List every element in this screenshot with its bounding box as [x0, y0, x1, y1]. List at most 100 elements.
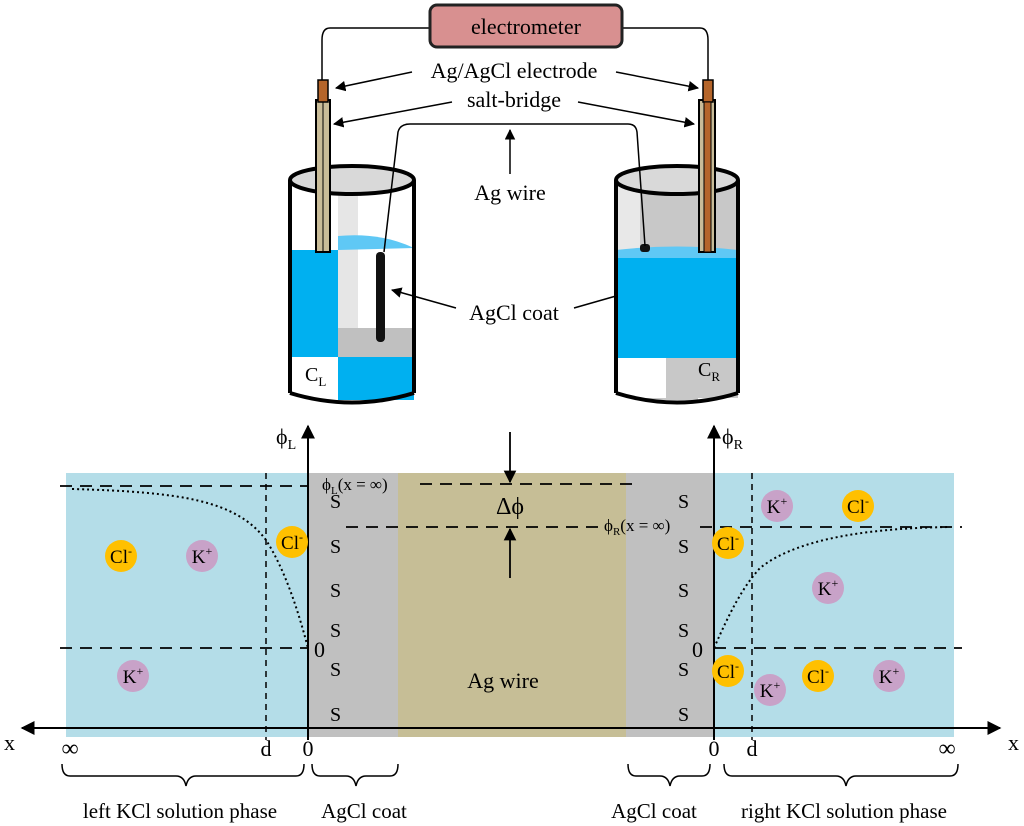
right-solution-phase-label: right KCl solution phase — [741, 799, 947, 823]
ag-wire-region — [398, 473, 626, 737]
electrometer-label: electrometer — [471, 14, 582, 39]
left-ions: Cl- K+ Cl- K+ — [105, 526, 308, 692]
svg-text:Cl-: Cl- — [717, 659, 739, 683]
zero-label-right: 0 — [692, 637, 703, 662]
right-agcl-coat-region — [626, 473, 714, 737]
brace-right-coat — [627, 763, 711, 787]
meter-wire-left — [321, 27, 430, 80]
svg-text:K+: K+ — [767, 494, 788, 518]
k-ion: K+ — [754, 674, 786, 706]
brace-left-coat — [311, 763, 399, 787]
x-axis-label-left: x — [4, 730, 15, 755]
potential-curve-left — [71, 488, 309, 649]
surface-site: S — [678, 620, 689, 642]
right-meniscus — [616, 246, 738, 258]
cl-ion: Cl- — [842, 490, 874, 522]
left-beaker: CL — [288, 164, 416, 405]
x-axis-label-right: x — [1008, 730, 1019, 755]
surface-site: S — [330, 704, 341, 726]
left-surface-sites: S S S S S S — [330, 491, 341, 726]
left-agcl-coat-region — [308, 473, 398, 737]
left-solution — [290, 250, 338, 357]
electrode-label: Ag/AgCl electrode — [431, 58, 598, 83]
tick-left-d: d — [261, 736, 272, 761]
right-surface-sites: S S S S S S — [678, 491, 689, 726]
zero-label-left: 0 — [314, 637, 325, 662]
surface-site: S — [678, 580, 689, 602]
left-solution-phase-label: left KCl solution phase — [83, 799, 277, 823]
svg-text:Cl-: Cl- — [807, 664, 829, 688]
tick-left-zero: 0 — [303, 736, 314, 761]
right-beaker: CR — [614, 164, 740, 405]
surface-site: S — [678, 491, 689, 513]
svg-text:Cl-: Cl- — [281, 530, 303, 554]
k-ion: K+ — [117, 660, 149, 692]
k-ion: K+ — [761, 490, 793, 522]
tick-right-zero: 0 — [709, 736, 720, 761]
right-wire-tip — [640, 244, 650, 252]
salt-bridge-arrow-right — [577, 101, 696, 128]
left-cell-label: CL — [305, 364, 326, 389]
electrode-arrow-right — [615, 71, 700, 92]
k-ion: K+ — [186, 540, 218, 572]
cl-ion: Cl- — [802, 660, 834, 692]
surface-site: S — [330, 536, 341, 558]
tick-right-d: d — [747, 736, 758, 761]
brace-right-solution — [723, 763, 959, 787]
surface-site: S — [678, 536, 689, 558]
svg-text:K+: K+ — [192, 544, 213, 568]
brace-left-solution — [61, 763, 305, 787]
middle-ag-wire-label: Ag wire — [467, 668, 538, 693]
left-electrode — [315, 79, 331, 253]
svg-text:K+: K+ — [879, 664, 900, 688]
potential-curve-right — [713, 526, 951, 649]
svg-text:K+: K+ — [760, 678, 781, 702]
electrometer: electrometer — [428, 3, 624, 49]
cl-ion: Cl- — [712, 527, 744, 559]
surface-site: S — [678, 704, 689, 726]
ag-wire-bridge — [383, 123, 646, 253]
phi-right-infinity-label: ϕR(x = ∞) — [604, 516, 670, 538]
svg-text:Cl-: Cl- — [847, 494, 869, 518]
right-solution-phase — [714, 473, 954, 737]
potential-diagram: Ag wire ϕL ϕR ϕL(x = ∞) ϕR(x = ∞) Δϕ 0 0… — [4, 424, 1019, 823]
top-cell-setup: electrometer CL — [288, 3, 740, 405]
svg-text:Cl-: Cl- — [110, 544, 132, 568]
k-ion: K+ — [812, 572, 844, 604]
surface-site: S — [678, 659, 689, 681]
cl-ion: Cl- — [276, 526, 308, 558]
left-meniscus — [338, 235, 414, 250]
left-coat-phase-label: AgCl coat — [321, 799, 407, 823]
surface-site: S — [330, 659, 341, 681]
tick-left-infinity: ∞ — [61, 736, 78, 762]
agcl-coat-arrow-left — [390, 287, 457, 309]
phi-left-axis-label: ϕL — [276, 424, 296, 453]
cl-ion: Cl- — [105, 540, 137, 572]
phi-left-infinity-label: ϕL(x = ∞) — [322, 475, 388, 497]
svg-text:K+: K+ — [123, 664, 144, 688]
phi-right-axis-label: ϕR — [722, 424, 744, 453]
agcl-coat-line-right — [573, 295, 617, 309]
svg-text:Cl-: Cl- — [717, 531, 739, 555]
left-agcl-coated-wire — [376, 252, 385, 342]
right-coat-phase-label: AgCl coat — [611, 799, 697, 823]
salt-bridge-arrow-left — [332, 101, 453, 128]
top-ag-wire-label: Ag wire — [474, 180, 545, 205]
meter-wire-right — [622, 27, 709, 80]
cl-ion: Cl- — [712, 655, 744, 687]
left-solution-phase — [66, 473, 308, 737]
surface-site: S — [330, 580, 341, 602]
tick-right-infinity: ∞ — [938, 736, 955, 762]
electrode-arrow-left — [334, 71, 413, 92]
svg-text:K+: K+ — [818, 576, 839, 600]
delta-phi-label: Δϕ — [496, 494, 524, 520]
salt-bridge-label: salt-bridge — [467, 87, 561, 112]
top-agcl-coat-label: AgCl coat — [469, 300, 559, 325]
right-electrode — [698, 79, 716, 253]
surface-site: S — [330, 620, 341, 642]
k-ion: K+ — [873, 660, 905, 692]
right-ions: K+ Cl- Cl- K+ Cl- K+ — [712, 490, 905, 706]
surface-site: S — [330, 491, 341, 513]
right-cell-label: CR — [698, 359, 720, 384]
